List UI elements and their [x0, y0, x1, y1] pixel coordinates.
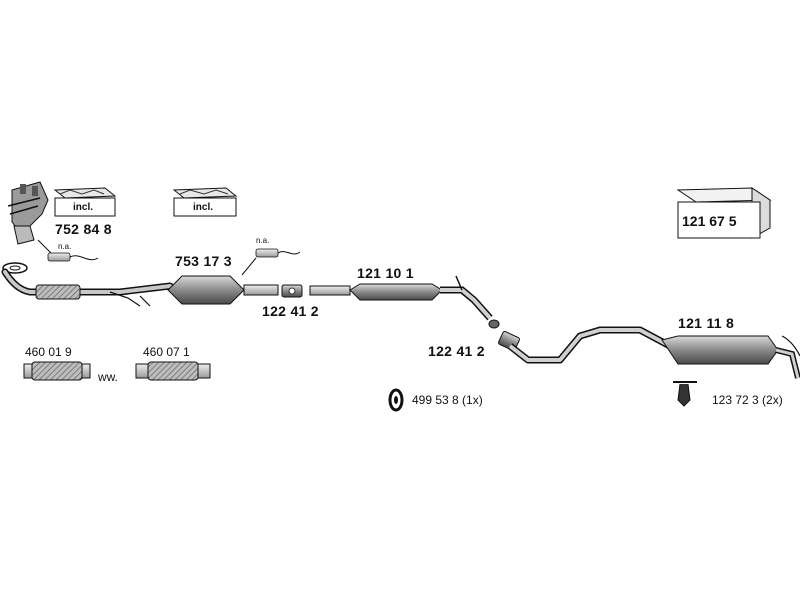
hanger-part-number: 123 72 3 (2x): [712, 393, 783, 407]
catalytic-converter: [167, 275, 279, 305]
kit-box-icon: [53, 187, 117, 217]
manifold-icon: [7, 181, 49, 245]
rear-silencer-assembly: [507, 326, 800, 379]
flex-pipe: [23, 361, 91, 381]
not-available-note: n.a.: [256, 236, 270, 245]
kit1-part-number: 752 84 8: [55, 221, 112, 237]
middle-silencer-part-number: 121 10 1: [357, 265, 414, 281]
cat-converter-part-number: 753 17 3: [175, 253, 232, 269]
rubber-ring-icon: [388, 388, 404, 412]
front-pipe: [1, 268, 174, 307]
rear-silencer-part-number: 121 11 8: [678, 315, 735, 331]
flex-pipe-1-part-number: 460 01 9: [25, 345, 72, 359]
rubber-mount-part-number: 499 53 8 (1x): [412, 393, 483, 407]
flex-pipe-2-part-number: 460 07 1: [143, 345, 190, 359]
flex-pipe: [135, 361, 211, 381]
kit-box-icon: [676, 187, 772, 239]
gasket-icon: [2, 262, 28, 274]
clamp-icon: [281, 284, 303, 298]
box-part-number: 121 67 5: [682, 213, 737, 229]
lambda-sensor-icon: [241, 248, 301, 276]
lambda-sensor-icon: [37, 239, 99, 262]
front-connector-part-number: 122 41 2: [262, 303, 319, 319]
hanger-icon: [673, 381, 697, 407]
kit-box-icon: [172, 187, 238, 217]
kit1-incl-label: incl.: [73, 202, 94, 213]
not-available-note: n.a.: [58, 242, 72, 251]
rear-connector-part-number: 122 41 2: [428, 343, 485, 359]
kit2-incl-label: incl.: [193, 202, 214, 213]
ww-label: ww.: [98, 370, 119, 384]
middle-silencer-assembly: [309, 275, 500, 329]
